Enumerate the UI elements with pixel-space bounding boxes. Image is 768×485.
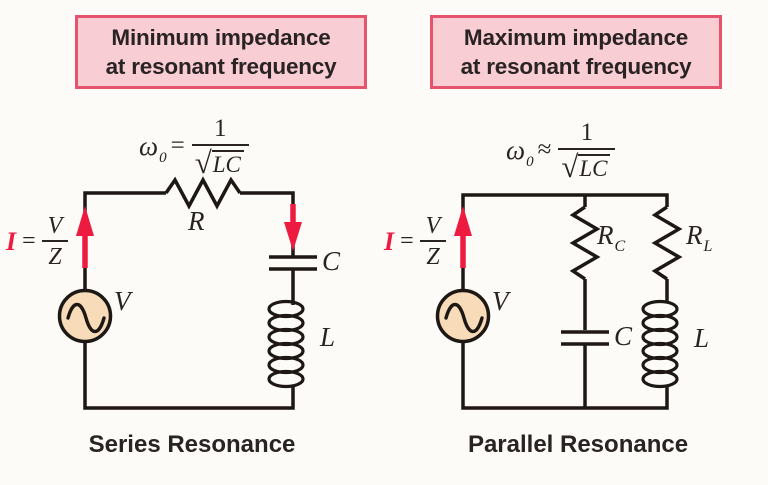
current-symbol: I — [6, 226, 17, 256]
omega-subscript: 0 — [526, 153, 534, 170]
parallel-current-arrowhead-up — [454, 206, 472, 236]
series-current-equation: I = V Z — [6, 214, 68, 269]
radical-sign: √ — [561, 149, 579, 184]
rl-base: R — [686, 220, 703, 250]
series-capacitor-label: C — [322, 246, 341, 276]
parallel-source-label: V — [492, 286, 509, 316]
parallel-wire-bottom — [461, 341, 669, 410]
series-sine-icon — [66, 302, 106, 334]
equals-sign: = — [170, 132, 185, 160]
series-current-arrowhead-down — [284, 222, 302, 251]
equals-sign: = — [400, 228, 414, 254]
rc-subscript: C — [614, 238, 626, 255]
formula-numerator: 1 — [580, 119, 594, 146]
series-circuit — [57, 176, 317, 410]
parallel-capacitor-label: C — [614, 321, 633, 351]
parallel-caption: Parallel Resonance — [467, 431, 689, 458]
impedance-symbol: Z — [42, 240, 68, 269]
series-callout-line1: Minimum impedance — [111, 24, 331, 50]
formula-numerator: 1 — [214, 115, 227, 142]
parallel-resistor-rl-label: RL — [686, 220, 712, 255]
parallel-inductor-label: L — [694, 323, 710, 353]
parallel-wire-top — [461, 193, 669, 291]
parallel-resistor-rl — [651, 205, 683, 281]
parallel-resistor-rc-label: RC — [597, 220, 625, 255]
series-resistor-label: R — [188, 206, 205, 236]
equals-sign: = — [22, 228, 36, 254]
voltage-symbol: V — [47, 213, 63, 239]
rl-subscript: L — [703, 238, 713, 255]
parallel-current-equation: I = V Z — [384, 214, 446, 269]
series-inductor-label: L — [320, 322, 336, 352]
parallel-inductor — [641, 299, 679, 389]
current-symbol: I — [384, 226, 395, 256]
series-callout: Minimum impedance at resonant frequency — [75, 15, 367, 89]
parallel-callout: Maximum impedance at resonant frequency — [430, 15, 722, 89]
series-source-label: V — [114, 286, 131, 316]
series-resistor — [164, 176, 242, 210]
parallel-resistor-rc — [569, 205, 601, 281]
radicand-lc: LC — [578, 154, 611, 180]
omega-subscript: 0 — [159, 149, 167, 166]
voltage-symbol: V — [425, 213, 441, 239]
parallel-circuit — [435, 193, 683, 410]
impedance-symbol: Z — [420, 240, 446, 269]
series-resonant-frequency-formula: ω0 = 1 √ LC — [139, 115, 249, 180]
series-caption: Series Resonance — [88, 431, 296, 458]
series-wire-bottom — [83, 341, 295, 410]
series-inductor — [267, 299, 305, 389]
omega-symbol: ω — [506, 134, 526, 165]
parallel-sine-icon — [444, 302, 484, 334]
rc-base: R — [597, 220, 614, 250]
series-wire-top-left — [83, 191, 166, 291]
omega-symbol: ω — [139, 130, 159, 161]
series-callout-line2: at resonant frequency — [105, 54, 337, 79]
parallel-resonant-frequency-formula: ω0 ≈ 1 √ LC — [506, 119, 616, 184]
approx-sign: ≈ — [537, 136, 552, 164]
parallel-callout-line1: Maximum impedance — [463, 24, 689, 50]
parallel-callout-line2: at resonant frequency — [460, 54, 692, 79]
radical-sign: √ — [194, 145, 212, 180]
series-current-arrowhead-up — [76, 206, 94, 236]
radicand-lc: LC — [211, 150, 244, 176]
